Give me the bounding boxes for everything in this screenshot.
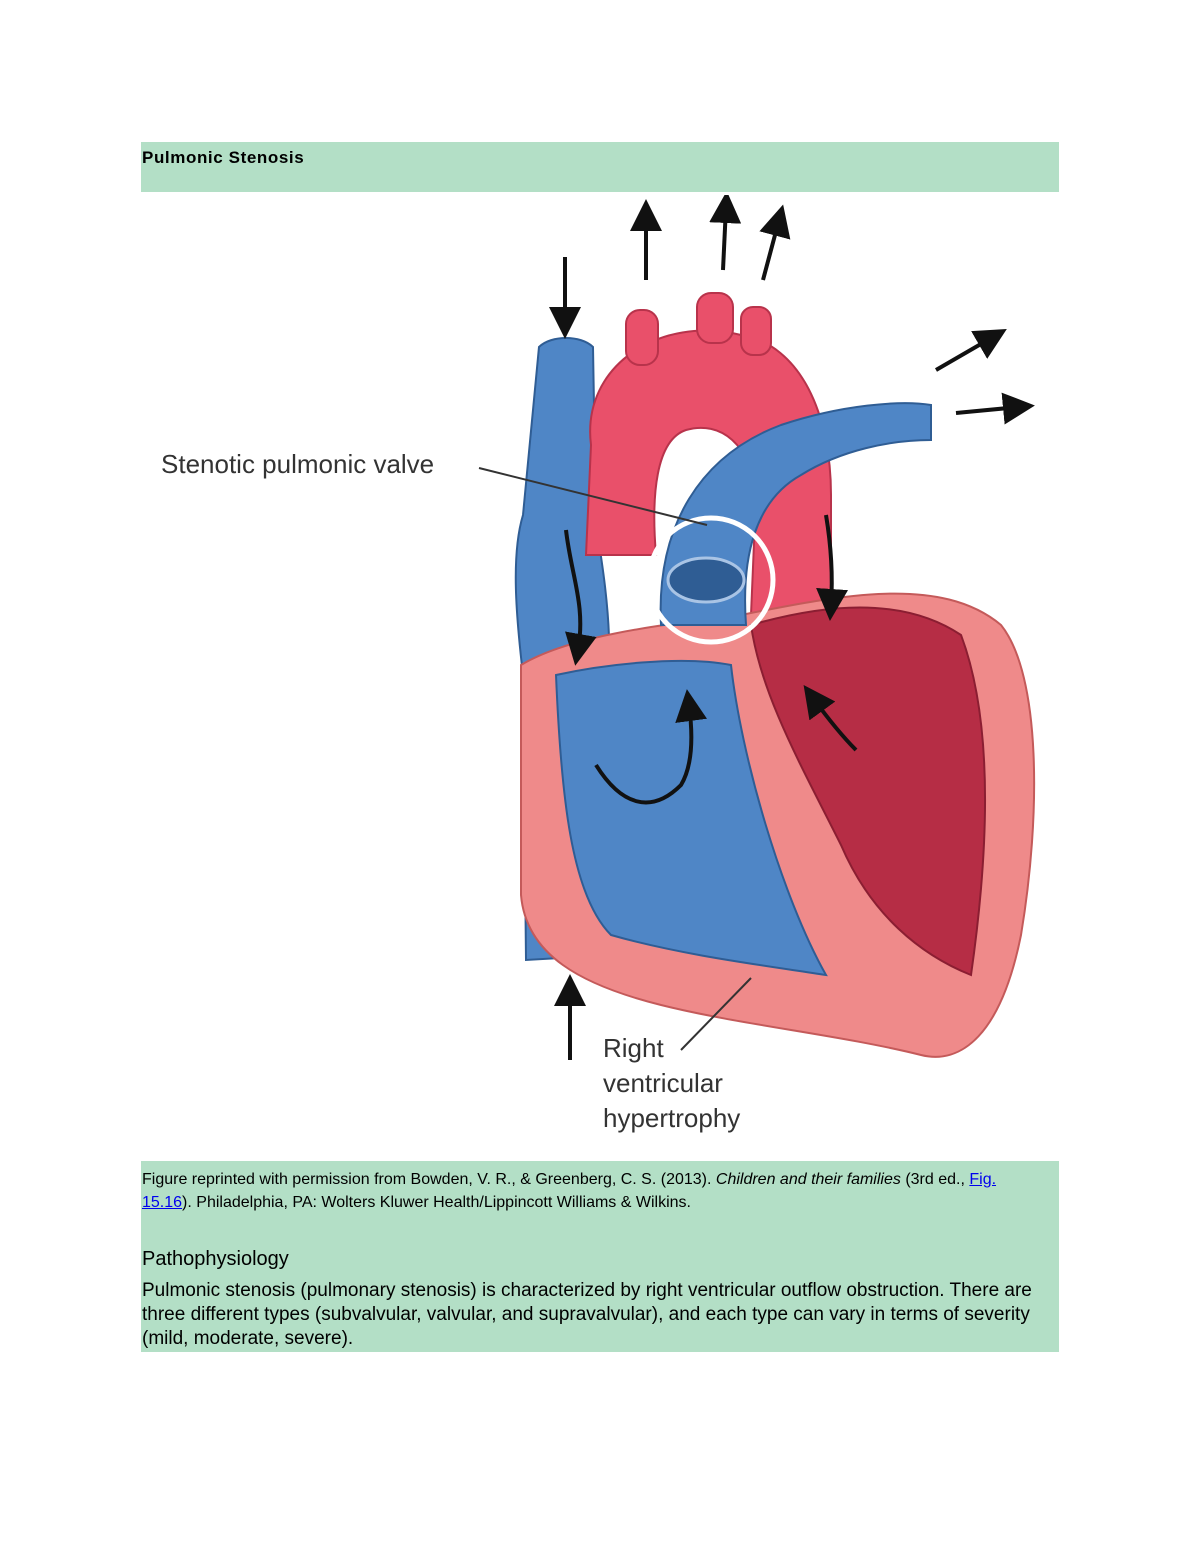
figure-caption: Figure reprinted with permission from Bo… bbox=[142, 1168, 1042, 1214]
right-ventricle bbox=[554, 659, 828, 977]
hypertrophy-label-line2: ventricular bbox=[603, 1068, 723, 1098]
page-title: Pulmonic Stenosis bbox=[142, 148, 305, 167]
figure-link[interactable]: Fig. 15.16 bbox=[142, 1171, 997, 1211]
caption-box: Figure reprinted with permission from Bo… bbox=[141, 1161, 1059, 1352]
caption-book-title: Children and their families bbox=[715, 1171, 901, 1188]
rv-flow-arrow bbox=[594, 689, 707, 805]
valve-leader-line bbox=[478, 467, 708, 526]
valve-label: Stenotic pulmonic valve bbox=[161, 449, 434, 479]
aortic-branch-3 bbox=[740, 306, 772, 356]
aortic-branch-1 bbox=[625, 309, 659, 366]
outflow-arrow-3 bbox=[759, 204, 791, 281]
aortic-branch-2 bbox=[696, 292, 734, 344]
ra-flow-arrow bbox=[564, 529, 597, 666]
outflow-arrow-2 bbox=[709, 195, 742, 271]
outflow-arrow-5 bbox=[955, 392, 1035, 425]
hypertrophy-leader-line bbox=[680, 977, 752, 1051]
hypertrophy-label-line3: hypertrophy bbox=[603, 1103, 740, 1133]
section-body: Pulmonic stenosis (pulmonary stenosis) i… bbox=[142, 1280, 1032, 1349]
la-flow-arrow bbox=[816, 514, 849, 621]
lv-flow-arrow bbox=[803, 685, 858, 752]
caption-edition: (3rd ed., bbox=[900, 1171, 970, 1188]
heart-diagram-figure: Stenotic pulmonic valve Right ventricula… bbox=[141, 195, 1059, 1155]
caption-suffix: ). Philadelphia, PA: Wolters Kluwer Heal… bbox=[182, 1194, 691, 1211]
heart-illustration: Stenotic pulmonic valve Right ventricula… bbox=[161, 195, 1036, 1133]
outflow-arrow-4 bbox=[934, 328, 1007, 372]
section-heading: Pathophysiology bbox=[142, 1248, 289, 1270]
pulmonic-valve bbox=[666, 556, 746, 604]
caption-prefix: Figure reprinted with permission from Bo… bbox=[142, 1171, 716, 1188]
valve-highlight-circle bbox=[646, 515, 776, 645]
hypertrophy-label-line1: Right bbox=[603, 1033, 664, 1063]
title-bar: Pulmonic Stenosis bbox=[141, 142, 1059, 192]
